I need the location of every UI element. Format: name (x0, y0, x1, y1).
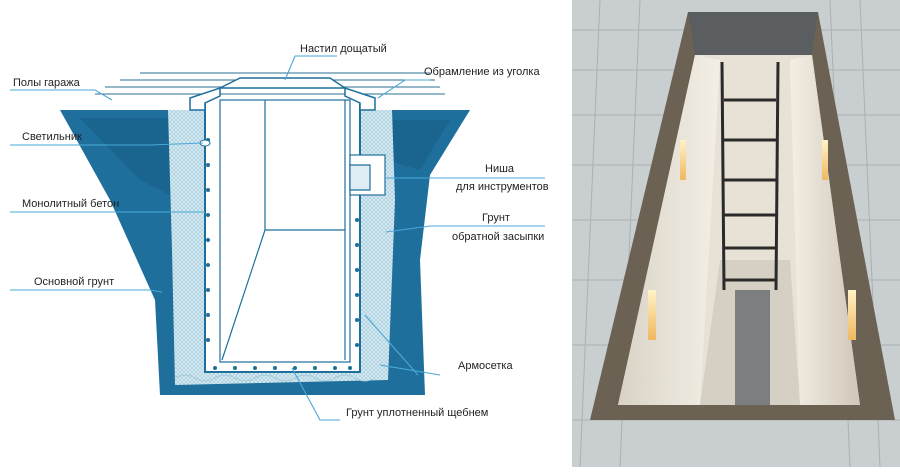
pit-floor-mat (735, 290, 770, 405)
label-garage-floor: Полы гаража (13, 77, 81, 89)
pit-cover (688, 12, 818, 55)
lamp-left-1 (680, 140, 686, 180)
label-backfill-1: Грунт (482, 212, 510, 224)
pit-diagram: Настил дощатый Полы гаража Обрамление из… (10, 43, 549, 421)
pit-right-wall (790, 55, 860, 405)
tool-niche (349, 154, 386, 196)
label-concrete: Монолитный бетон (22, 198, 119, 210)
gravel-layer (174, 374, 376, 382)
pit-left-wall (618, 55, 720, 405)
ladder-icon (720, 61, 780, 291)
lamp-right-1 (822, 140, 828, 180)
lamp-left-2 (648, 290, 656, 340)
concrete-layer (168, 110, 395, 385)
label-base-soil: Основной грунт (34, 276, 114, 288)
decking-board (219, 77, 348, 89)
label-niche-2: для инструментов (456, 181, 549, 193)
label-gravel-soil: Грунт уплотненный щебнем (346, 407, 488, 419)
leader-lines (10, 55, 545, 421)
pit-photo (572, 0, 900, 468)
label-angle-frame: Обрамление из уголка (424, 66, 540, 78)
pit-interior (219, 99, 351, 363)
lamp-right-2 (848, 290, 856, 340)
label-backfill-2: обратной засыпки (452, 231, 544, 243)
label-decking: Настил дощатый (300, 43, 387, 55)
label-lamp: Светильник (22, 131, 82, 143)
rebar-dots (206, 138, 359, 370)
label-rebar-mesh: Армосетка (458, 360, 513, 372)
label-niche-1: Ниша (485, 163, 515, 175)
